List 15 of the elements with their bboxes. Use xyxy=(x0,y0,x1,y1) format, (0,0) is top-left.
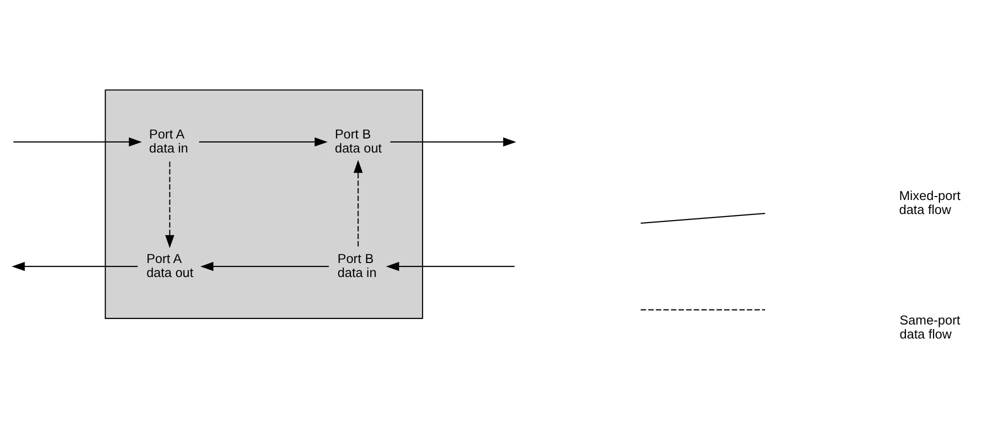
arrow xyxy=(12,261,138,271)
arrow xyxy=(13,136,142,146)
node-text: Port A data in xyxy=(149,126,188,155)
cluster xyxy=(104,88,424,318)
legend-label: Mixed-port data flow xyxy=(899,187,960,217)
node-text: Port A data out xyxy=(146,250,194,280)
arrow xyxy=(200,261,329,271)
arrow xyxy=(386,261,515,271)
legend-label: Same-port data flow xyxy=(900,312,960,342)
arrow xyxy=(390,136,516,146)
arrow xyxy=(199,136,328,146)
node-text: Port B data in xyxy=(338,250,377,280)
arrow xyxy=(165,161,174,248)
node-text: Port B data out xyxy=(334,126,382,155)
arrow xyxy=(354,159,363,246)
